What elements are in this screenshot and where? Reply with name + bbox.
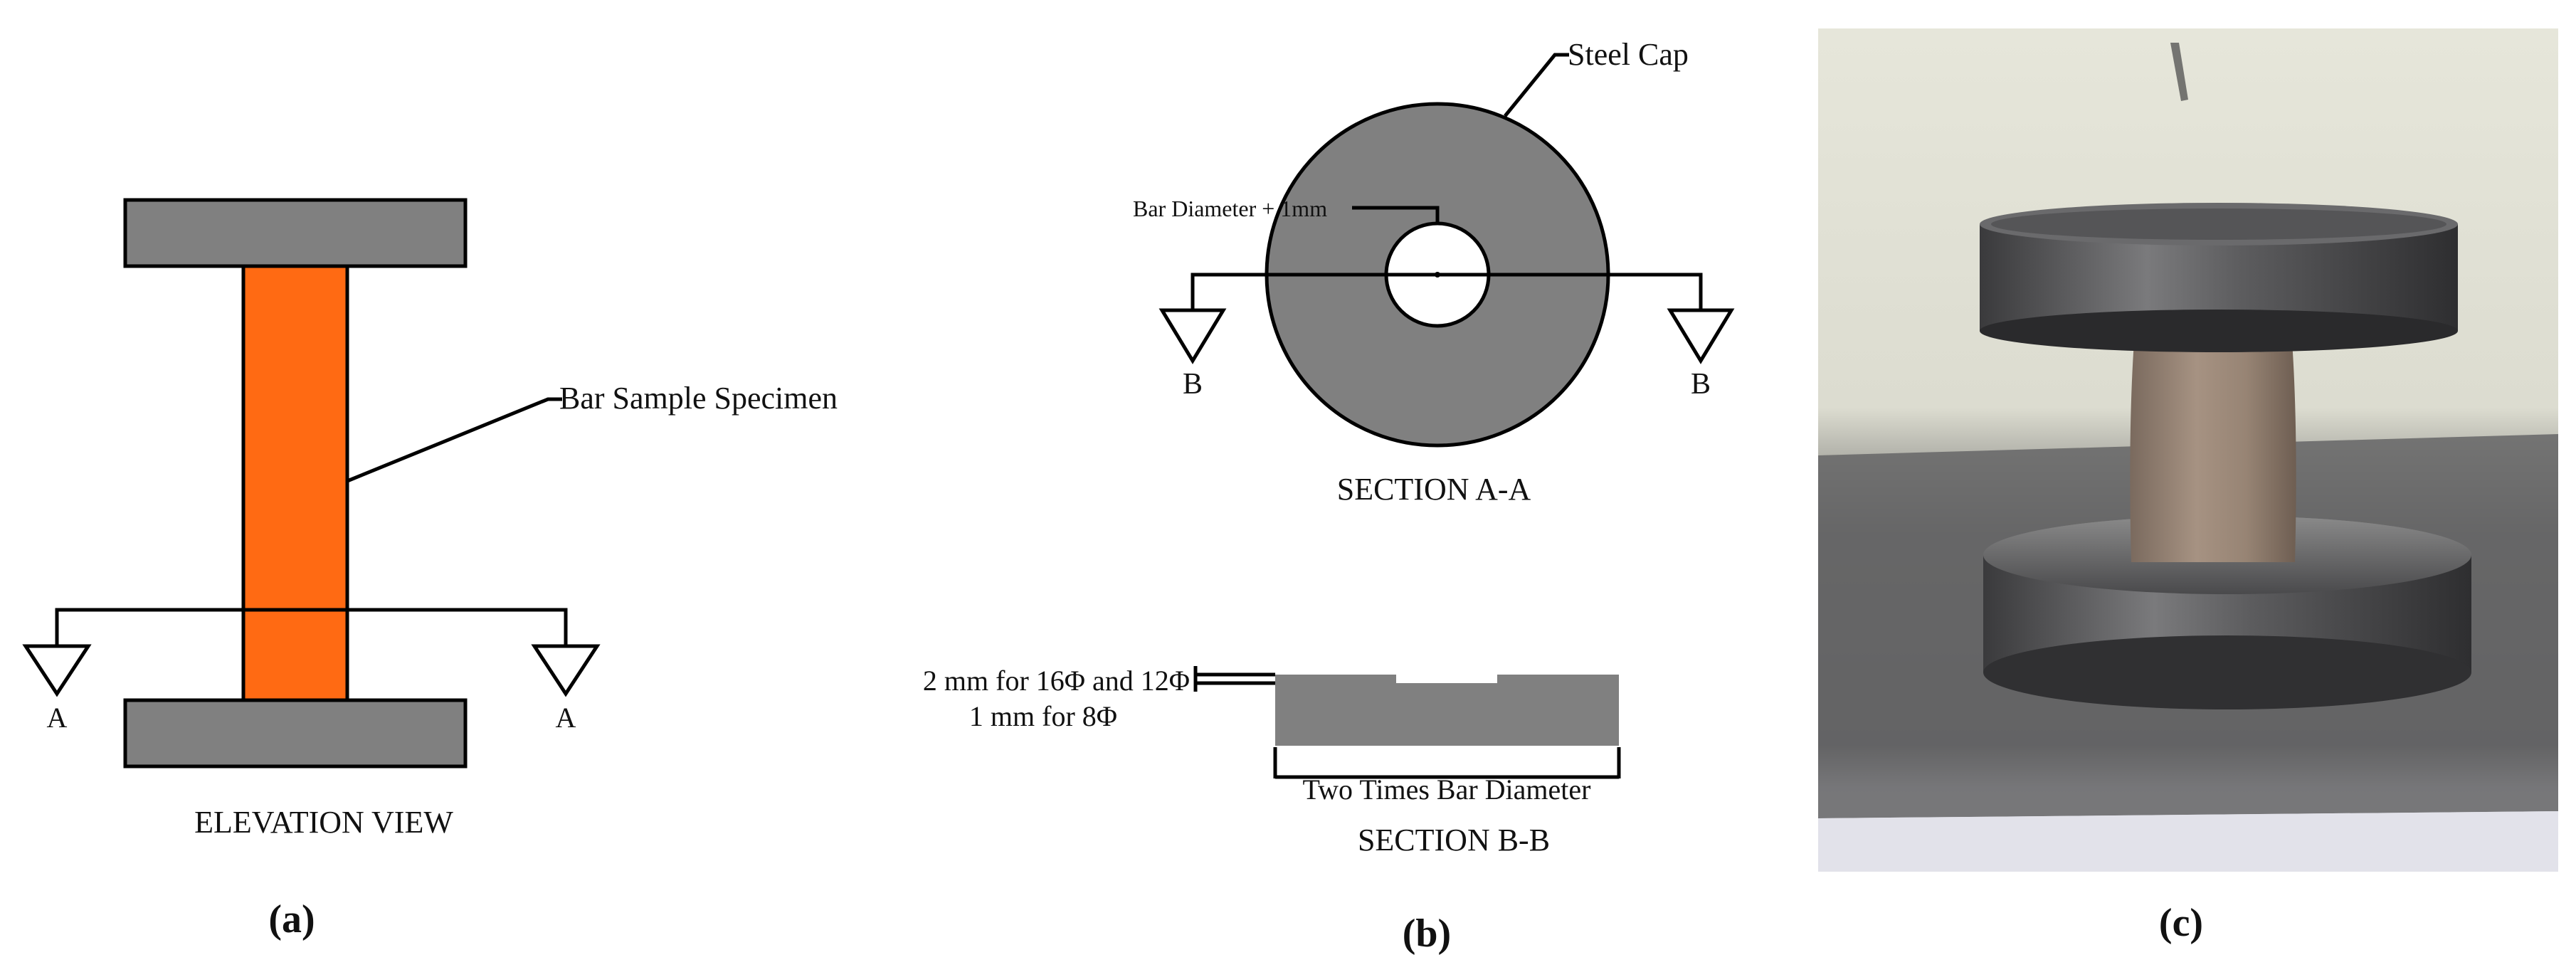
section-line-a-a — [22, 608, 601, 697]
section-marker-a-left: A — [47, 702, 68, 734]
hole-callout: Bar Diameter + 1mm — [1133, 196, 1327, 221]
section-marker-b-left: B — [1183, 368, 1203, 401]
specimen-callout: Bar Sample Specimen — [559, 381, 838, 416]
hole-leader-line — [1352, 206, 1440, 223]
steel-cap-leader-line — [1504, 53, 1569, 117]
section-bb-body — [1275, 675, 1619, 746]
width-dimension-line — [1273, 747, 1621, 779]
panel-label-a: (a) — [268, 897, 315, 941]
panel-label-c: (c) — [2159, 901, 2203, 945]
elevation-view-title: ELEVATION VIEW — [194, 805, 453, 840]
recess-note-line1: 2 mm for 16Φ and 12Φ — [923, 665, 1190, 697]
steel-cap-callout: Steel Cap — [1568, 37, 1689, 72]
panel-b: Steel Cap Bar Diameter + 1mm B B SECTION… — [923, 37, 1735, 956]
specimen-leader-line — [347, 397, 562, 483]
section-marker-b-right: B — [1691, 368, 1711, 401]
width-dimension-label: Two Times Bar Diameter — [1303, 773, 1591, 806]
recess-note-line2: 1 mm for 8Φ — [969, 700, 1117, 732]
panel-c: (c) — [1818, 28, 2558, 945]
section-bb-title: SECTION B-B — [1358, 823, 1550, 857]
section-line-b-b — [1158, 273, 1735, 364]
section-aa-title: SECTION A-A — [1337, 472, 1531, 507]
specimen-photo — [1818, 28, 2558, 872]
recess-bracket — [1193, 666, 1275, 692]
top-steel-cap — [123, 198, 468, 268]
bottom-steel-cap — [123, 698, 468, 769]
panel-a: A A Bar Sample Specimen ELEVATION VIEW (… — [22, 198, 838, 941]
bar-specimen — [241, 264, 349, 702]
section-marker-a-right: A — [556, 702, 576, 734]
panel-label-b: (b) — [1403, 912, 1451, 956]
